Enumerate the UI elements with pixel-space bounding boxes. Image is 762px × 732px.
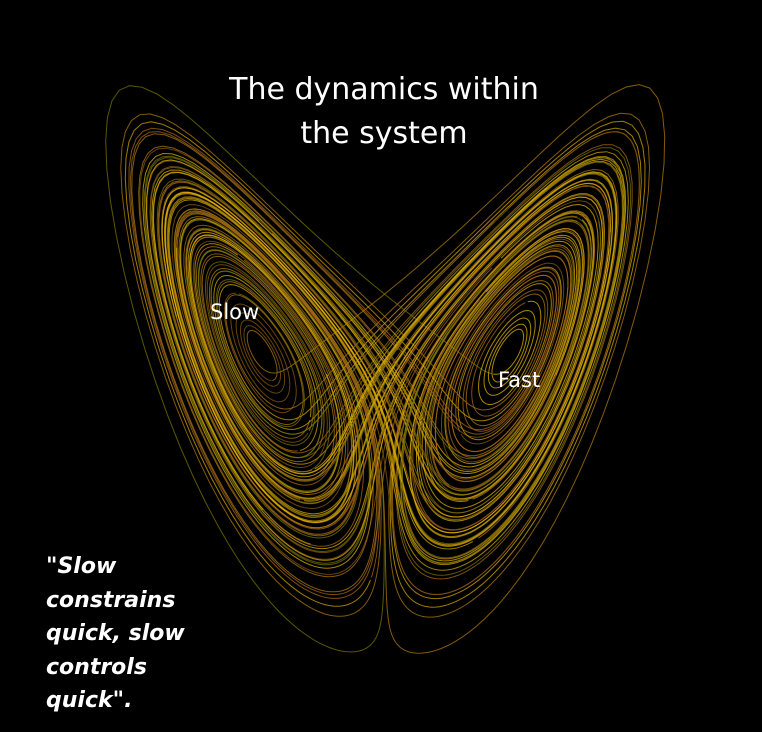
trajectory-strand xyxy=(131,133,399,593)
trajectory-strand xyxy=(128,127,569,599)
trajectory-strand xyxy=(129,131,590,596)
slow-wing-label: Slow xyxy=(210,300,260,324)
trajectory-strand xyxy=(145,159,604,561)
title-line-2: the system xyxy=(300,116,468,151)
trajectory-strand xyxy=(138,145,619,578)
quote-text: "Slow constrains quick, slow controls qu… xyxy=(46,550,216,718)
quote-line: constrains xyxy=(46,587,176,613)
trajectory-strand xyxy=(139,147,601,575)
title-line-1: The dynamics within xyxy=(229,72,539,107)
fast-wing-label: Fast xyxy=(498,368,541,392)
trajectory-strand xyxy=(478,300,542,405)
trajectory-strand xyxy=(143,155,382,566)
trajectory-strand xyxy=(152,120,646,608)
trajectory-strand xyxy=(120,113,554,617)
trajectory-strand xyxy=(149,166,605,554)
trajectory-strand xyxy=(124,121,576,607)
quote-line: quick, slow xyxy=(46,621,185,646)
quote-line: quick". xyxy=(46,688,133,713)
quote-line: controls xyxy=(46,654,147,680)
trajectory-strand xyxy=(152,127,642,600)
trajectory-strand xyxy=(167,156,627,566)
trajectory-strand xyxy=(197,147,632,576)
trajectory-strand xyxy=(223,292,297,414)
trajectory-strand xyxy=(171,130,640,595)
figure-title: The dynamics within the system xyxy=(200,68,568,156)
trajectory-strand xyxy=(183,144,633,580)
trajectory-strand xyxy=(160,184,610,531)
trajectory-strand xyxy=(173,84,666,654)
quote-line: "Slow xyxy=(46,554,117,579)
trajectory-strand xyxy=(142,152,599,569)
trajectory-strand xyxy=(156,161,623,559)
trajectory-strand xyxy=(166,160,624,560)
